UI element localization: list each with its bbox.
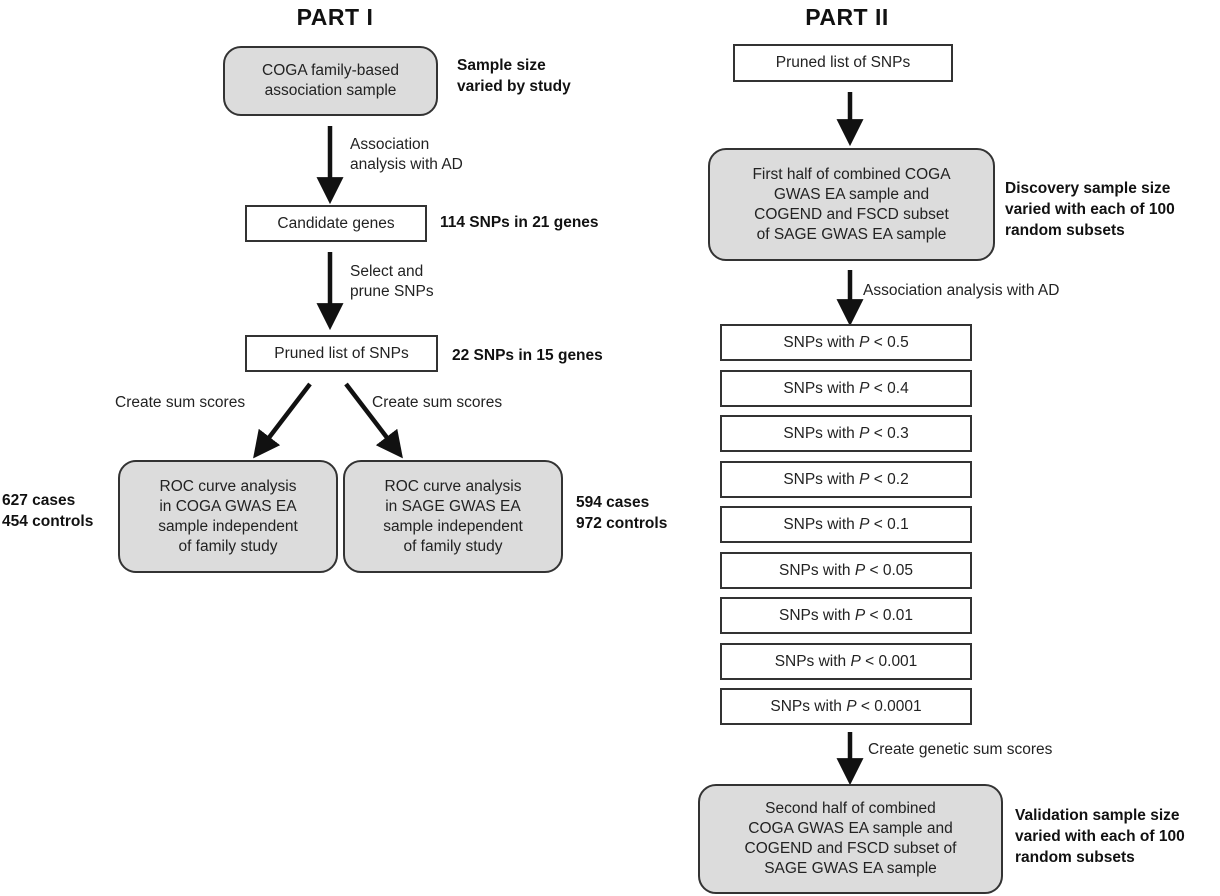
- threshold-prefix: SNPs with: [770, 697, 842, 715]
- threshold-prefix: SNPs with: [783, 424, 855, 442]
- p-symbol: P: [859, 379, 870, 397]
- threshold-prefix: SNPs with: [783, 333, 855, 351]
- threshold-prefix: SNPs with: [783, 379, 855, 397]
- part2-title: PART II: [805, 4, 889, 30]
- validation-note: Validation sample size varied with each …: [1015, 807, 1185, 866]
- arrow-pruned-to-roc-sage: [344, 382, 403, 459]
- candidate-count-note: 114 SNPs in 21 genes: [440, 214, 599, 231]
- p-symbol: P: [859, 424, 870, 442]
- threshold-value: < 0.05: [869, 561, 913, 579]
- p-symbol: P: [859, 515, 870, 533]
- threshold-box: SNPs with P < 0.01: [720, 597, 972, 634]
- p-symbol: P: [846, 697, 857, 715]
- threshold-box: SNPs with P < 0.3: [720, 415, 972, 452]
- pruned-count-note: 22 SNPs in 15 genes: [452, 347, 603, 364]
- threshold-value: < 0.4: [873, 379, 909, 397]
- threshold-box: SNPs with P < 0.1: [720, 506, 972, 543]
- threshold-value: < 0.001: [865, 652, 918, 670]
- threshold-box: SNPs with P < 0.001: [720, 643, 972, 680]
- threshold-value: < 0.01: [869, 606, 913, 624]
- sum-scores-left-label: Create sum scores: [115, 394, 246, 411]
- validation-sample-node: Second half of combined COGA GWAS EA sam…: [698, 784, 1003, 894]
- threshold-box: SNPs with P < 0.05: [720, 552, 972, 589]
- threshold-prefix: SNPs with: [774, 652, 847, 670]
- arrow-pruned-to-roc-coga: [253, 382, 312, 459]
- p-symbol: P: [854, 606, 866, 624]
- p-symbol: P: [859, 470, 870, 488]
- sample-size-note: Sample size varied by study: [457, 57, 571, 95]
- genetic-sum-edge-label: Create genetic sum scores: [868, 741, 1053, 758]
- sum-scores-right-label: Create sum scores: [372, 394, 503, 411]
- threshold-value: < 0.1: [873, 515, 909, 533]
- sage-counts-note: 594 cases 972 controls: [576, 494, 668, 532]
- threshold-box: SNPs with P < 0.2: [720, 461, 972, 498]
- threshold-value: < 0.5: [873, 333, 909, 351]
- coga-family-sample-node: COGA family-based association sample: [223, 46, 438, 116]
- threshold-box: SNPs with P < 0.4: [720, 370, 972, 407]
- threshold-box: SNPs with P < 0.5: [720, 324, 972, 361]
- coga-counts-note: 627 cases 454 controls: [2, 492, 94, 530]
- threshold-value: < 0.0001: [860, 697, 922, 715]
- part1-title: PART I: [296, 4, 374, 30]
- discovery-note: Discovery sample size varied with each o…: [1005, 180, 1175, 239]
- threshold-prefix: SNPs with: [779, 561, 851, 579]
- threshold-prefix: SNPs with: [783, 515, 855, 533]
- association-edge-label: Association analysis with AD: [350, 136, 463, 173]
- roc-coga-node: ROC curve analysis in COGA GWAS EA sampl…: [118, 460, 338, 573]
- threshold-prefix: SNPs with: [783, 470, 855, 488]
- threshold-box: SNPs with P < 0.0001: [720, 688, 972, 725]
- discovery-sample-node: First half of combined COGA GWAS EA samp…: [708, 148, 995, 261]
- association-part2-edge-label: Association analysis with AD: [863, 282, 1060, 299]
- p-symbol: P: [859, 333, 870, 351]
- p-symbol: P: [850, 652, 861, 670]
- p-symbol: P: [854, 561, 866, 579]
- pruned-list-part2-node: Pruned list of SNPs: [733, 44, 953, 82]
- candidate-genes-node: Candidate genes: [245, 205, 427, 242]
- threshold-value: < 0.3: [873, 424, 909, 442]
- threshold-prefix: SNPs with: [779, 606, 851, 624]
- select-prune-edge-label: Select and prune SNPs: [350, 263, 434, 300]
- pruned-list-node: Pruned list of SNPs: [245, 335, 438, 372]
- roc-sage-node: ROC curve analysis in SAGE GWAS EA sampl…: [343, 460, 563, 573]
- threshold-value: < 0.2: [873, 470, 909, 488]
